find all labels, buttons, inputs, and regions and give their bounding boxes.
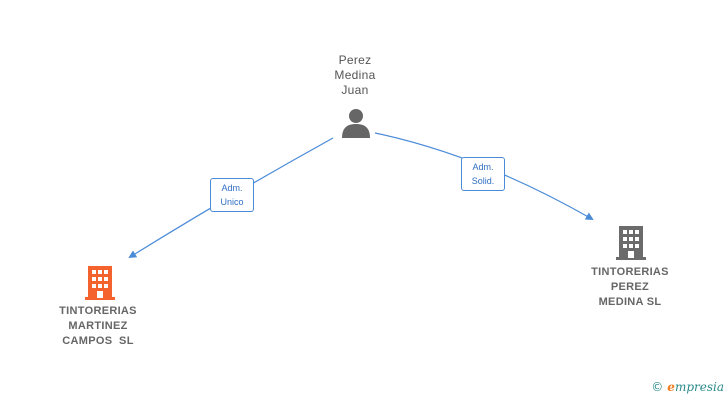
company-name-right[interactable]: TINTORERIAS PEREZ MEDINA SL: [591, 266, 669, 308]
company-name-left[interactable]: TINTORERIAS MARTINEZ CAMPOS SL: [59, 305, 137, 347]
copyright-icon: ©: [651, 380, 664, 394]
empresia-logo: ©empresia: [651, 380, 724, 394]
person-icon[interactable]: [340, 108, 372, 138]
building-icon-left[interactable]: [85, 266, 115, 300]
edge-label-admin-unico[interactable]: Adm. Unico: [210, 178, 254, 212]
person-name[interactable]: Perez Medina Juan: [334, 53, 376, 97]
edge-label-admin-solidario[interactable]: Adm. Solid.: [461, 157, 505, 191]
building-icon-right[interactable]: [616, 226, 646, 260]
